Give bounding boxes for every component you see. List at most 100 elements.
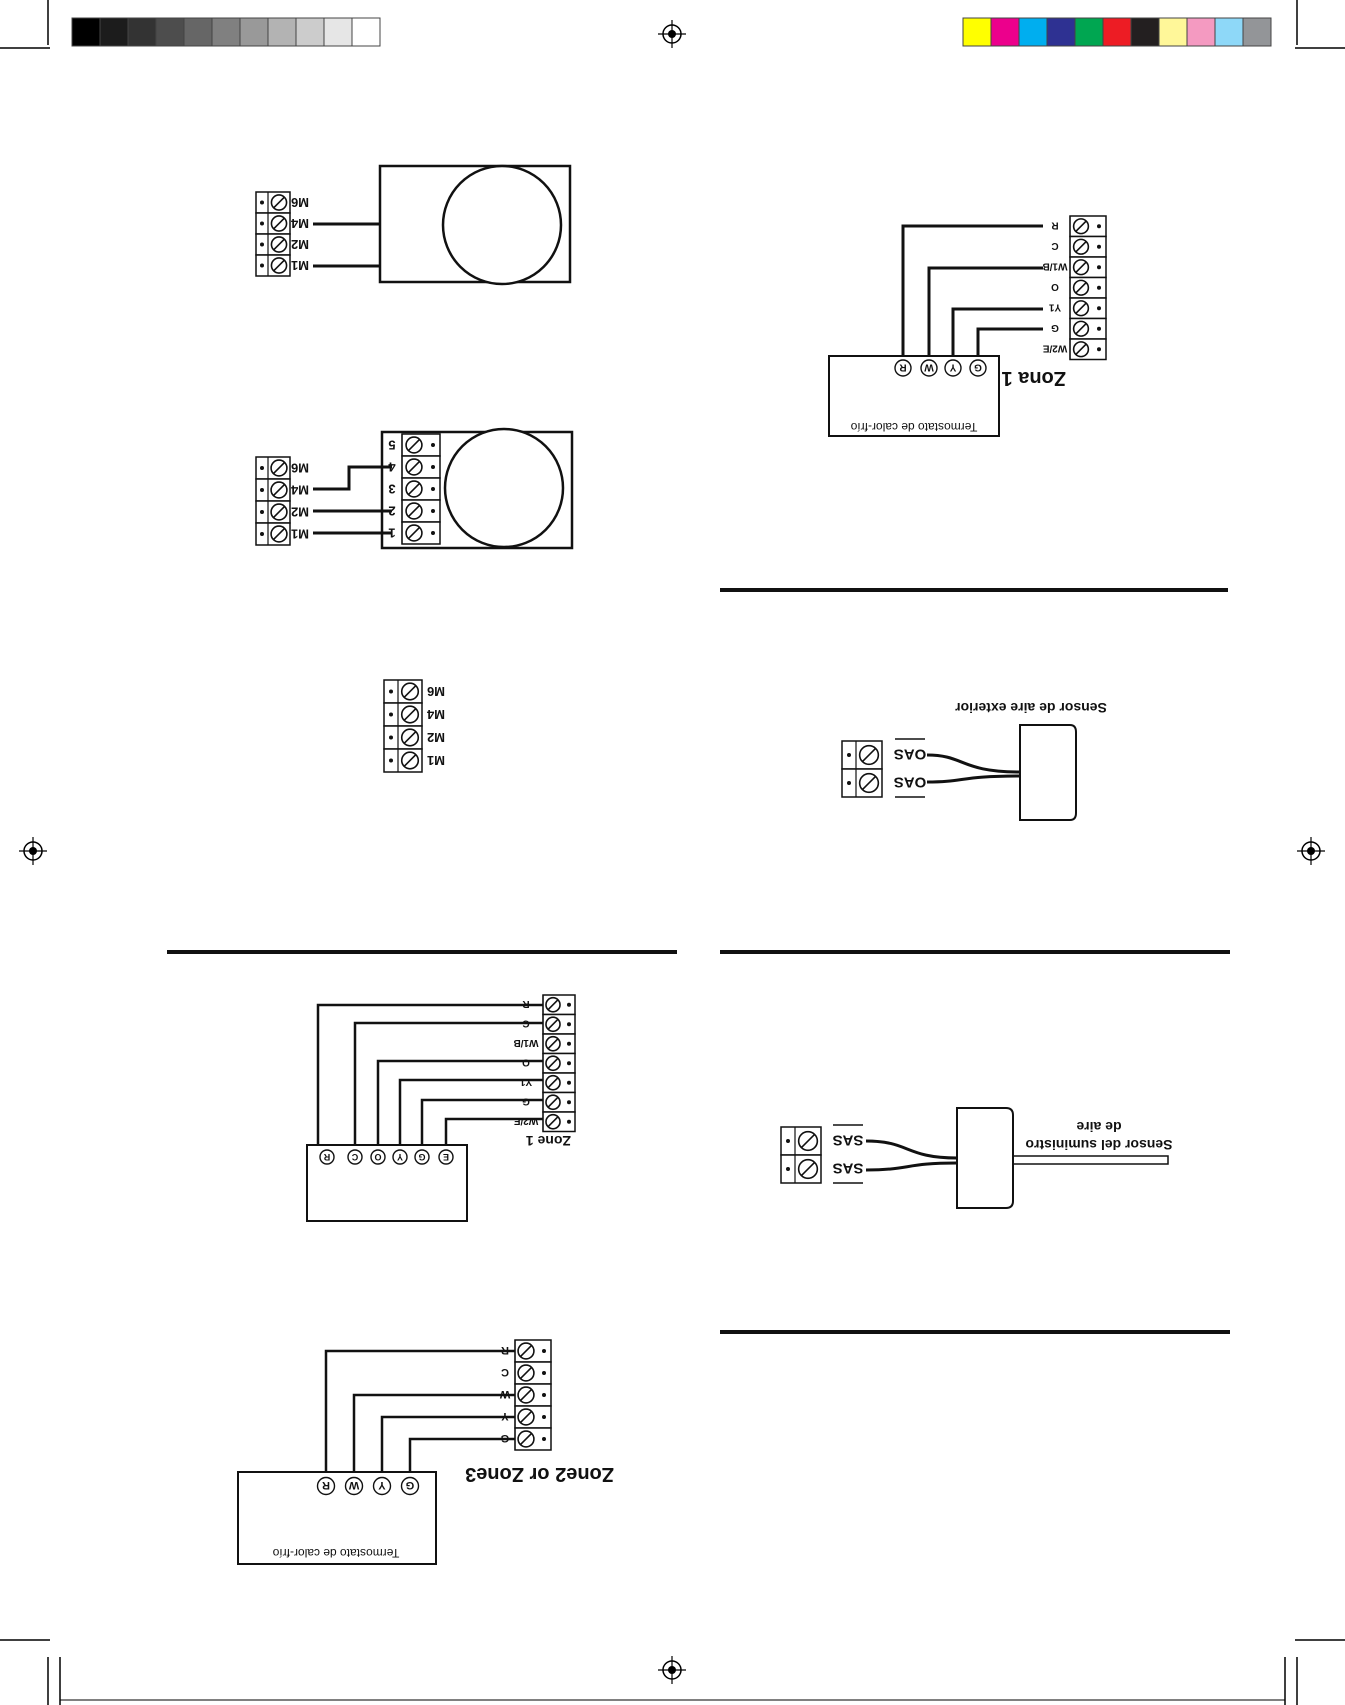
terminal-screw [1070, 339, 1106, 360]
terminal-label: W1/B [514, 1037, 539, 1048]
terminal-label: M6 [291, 195, 309, 210]
thermostat-terminal: C [348, 1150, 362, 1164]
terminal-label: G [406, 1479, 415, 1491]
terminal-label: C [351, 1152, 358, 1162]
terminal-screw [515, 1384, 551, 1406]
terminal-label: G [974, 361, 982, 372]
supply-sensor-label-2: de aire [1076, 1119, 1121, 1135]
terminal-screw [384, 749, 422, 772]
thermostat-label: Termostato de calor-frío [850, 420, 977, 434]
terminal-label: M2 [427, 730, 445, 745]
terminal-block-oas: OAS OAS [842, 739, 926, 797]
supply-sensor-body [957, 1108, 1013, 1208]
terminal-screw [384, 680, 422, 703]
terminal-screw [402, 478, 440, 500]
terminal-block-zone1: RCW1/BOY1GW2/E [513, 995, 575, 1132]
terminal-screw [1070, 257, 1106, 278]
terminal-label: E [443, 1152, 449, 1162]
terminal-label: R [323, 1152, 330, 1162]
terminal-screw [256, 192, 290, 213]
thermostat-terminal: Y [945, 360, 961, 376]
terminal-screw [402, 434, 440, 456]
terminal-screw [402, 500, 440, 522]
terminal-screw [1070, 216, 1106, 237]
terminal-label: M6 [291, 460, 309, 475]
registration-mark [19, 837, 47, 865]
color-swatch [1047, 18, 1075, 46]
thermostat-terminal: Y [374, 1478, 391, 1495]
registration-mark [1297, 837, 1325, 865]
gray-swatch [268, 18, 296, 46]
terminal-screw [543, 1073, 575, 1093]
terminal-label: O [374, 1152, 381, 1162]
damper-motor-circle [445, 429, 563, 547]
terminal-screw [1070, 278, 1106, 299]
terminal-label: W2/E [1042, 343, 1067, 354]
terminal-label: Y1 [1048, 302, 1061, 313]
terminal-screw [781, 1155, 821, 1183]
gray-swatch [212, 18, 240, 46]
terminal-label: W2/E [513, 1115, 538, 1126]
gray-swatch [324, 18, 352, 46]
terminal-label: M1 [427, 753, 445, 768]
terminal-label: SAS [833, 1132, 864, 1149]
terminal-label: M6 [427, 684, 445, 699]
supply-sensor-label: Sensor del suministro [1025, 1137, 1172, 1153]
terminal-screw [402, 456, 440, 478]
terminal-label: W [924, 361, 934, 372]
terminal-screw [781, 1127, 821, 1155]
terminal-screw [402, 522, 440, 544]
color-swatch [1159, 18, 1187, 46]
terminal-label: W1/B [1043, 261, 1068, 272]
motor-diagram-b: M6M4M2M1 54321 [256, 429, 572, 548]
terminal-screw [384, 703, 422, 726]
terminal-label: R [1051, 220, 1059, 231]
terminal-screw [515, 1340, 551, 1362]
terminal-screw [842, 741, 882, 769]
terminal-label: Y [378, 1479, 386, 1491]
terminal-screw [256, 523, 290, 545]
thermostat-terminal: W [921, 360, 937, 376]
terminal-label: C [1051, 240, 1058, 251]
terminal-screw [256, 255, 290, 276]
terminal-label: M1 [291, 526, 309, 541]
gray-swatch [128, 18, 156, 46]
outdoor-air-sensor-diagram: OAS OAS Sensor de aire exterior [842, 700, 1107, 820]
outdoor-sensor-label: Sensor de aire exterior [955, 700, 1107, 716]
gray-swatch [100, 18, 128, 46]
terminal-screw [1070, 237, 1106, 258]
zone2-zone3-title: Zone2 or Zone3 [465, 1463, 614, 1485]
terminal-label: OAS [894, 746, 927, 763]
terminal-screw [256, 479, 290, 501]
color-swatch [1243, 18, 1271, 46]
terminal-screw [256, 213, 290, 234]
thermostat-terminal: G [415, 1150, 429, 1164]
zone1-title: Zone 1 [526, 1133, 571, 1149]
terminal-label: M4 [290, 216, 309, 231]
terminal-label: OAS [894, 774, 927, 791]
terminal-screw [543, 1015, 575, 1035]
terminal-label: M4 [290, 482, 309, 497]
terminal-label: G [1051, 322, 1059, 333]
color-calibration-bar [963, 18, 1271, 46]
color-swatch [1215, 18, 1243, 46]
terminal-screw [543, 1093, 575, 1113]
terminal-screw [256, 457, 290, 479]
registration-marks [19, 20, 1325, 1684]
terminal-screw [515, 1362, 551, 1384]
terminal-label: 3 [388, 481, 395, 496]
thermostat-terminal: W [346, 1478, 363, 1495]
terminal-screw [543, 1034, 575, 1054]
terminal-label: Y [397, 1152, 403, 1162]
terminal-screw [384, 726, 422, 749]
